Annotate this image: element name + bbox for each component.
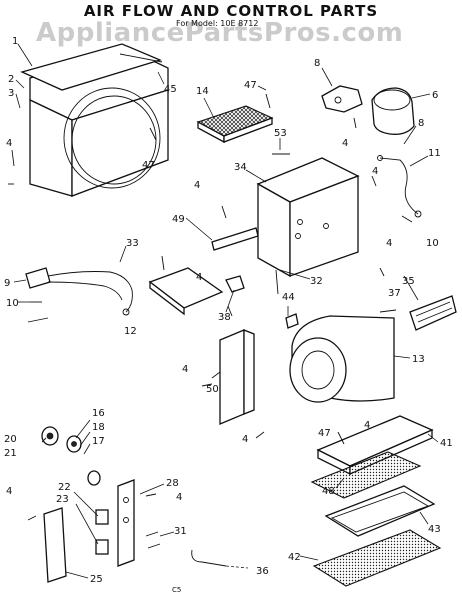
callout-32: 32 bbox=[310, 276, 323, 287]
callout-3: 3 bbox=[8, 88, 14, 99]
control-plate-part bbox=[148, 267, 224, 316]
callout-6: 6 bbox=[432, 90, 438, 101]
callout-21: 21 bbox=[4, 448, 17, 459]
callout-41: 41 bbox=[440, 438, 453, 449]
callout-20: 20 bbox=[4, 434, 17, 445]
louver-part bbox=[409, 295, 457, 331]
callout-45: 45 bbox=[164, 84, 177, 95]
callout-4: 4 bbox=[182, 364, 188, 375]
callout-4: 4 bbox=[364, 420, 370, 431]
callout-17: 17 bbox=[92, 436, 105, 447]
callout-4: 4 bbox=[242, 434, 248, 445]
callout-8: 8 bbox=[418, 118, 424, 129]
footer-code: C5 bbox=[172, 586, 182, 594]
wiring-bundle-part bbox=[25, 267, 133, 316]
front-frame-part bbox=[20, 43, 169, 197]
control-panel-bracket-part bbox=[256, 157, 360, 278]
capacitor-part bbox=[371, 87, 415, 135]
cover-plate-part bbox=[43, 507, 67, 583]
clamp-bracket-part bbox=[321, 85, 363, 113]
air-filter-grille-part bbox=[196, 105, 274, 144]
watermark: AppliancePartsPros.com bbox=[36, 18, 404, 48]
callout-37: 37 bbox=[388, 288, 401, 299]
callout-43: 43 bbox=[428, 524, 441, 535]
callout-2: 2 bbox=[8, 74, 14, 85]
callout-23: 23 bbox=[56, 494, 69, 505]
callout-12: 12 bbox=[124, 326, 137, 337]
callout-35: 35 bbox=[402, 276, 415, 287]
callout-4: 4 bbox=[176, 492, 182, 503]
rod-part bbox=[191, 549, 227, 567]
callout-4: 4 bbox=[386, 238, 392, 249]
callout-4: 4 bbox=[194, 180, 200, 191]
callout-44: 44 bbox=[282, 292, 295, 303]
gasket-part bbox=[310, 451, 422, 499]
callout-4: 4 bbox=[196, 272, 202, 283]
switch-panel-part bbox=[95, 479, 135, 567]
callout-42: 42 bbox=[288, 552, 301, 563]
small-clip-part bbox=[379, 309, 397, 313]
callout-38: 38 bbox=[218, 312, 231, 323]
callout-13: 13 bbox=[412, 354, 425, 365]
callout-33: 33 bbox=[126, 238, 139, 249]
callout-4: 4 bbox=[372, 166, 378, 177]
callout-18: 18 bbox=[92, 422, 105, 433]
control-knobs-part bbox=[41, 426, 101, 486]
leader-lines bbox=[13, 43, 439, 579]
callout-28: 28 bbox=[166, 478, 179, 489]
filter-pad-part bbox=[312, 529, 442, 587]
drain-pan-part bbox=[324, 485, 436, 537]
callout-31: 31 bbox=[174, 526, 187, 537]
screws-group bbox=[8, 93, 413, 549]
callout-47: 47 bbox=[142, 160, 155, 171]
model-subtitle: For Model: 10E 8712 bbox=[176, 19, 259, 28]
callout-4: 4 bbox=[6, 138, 12, 149]
callout-1: 1 bbox=[12, 36, 18, 47]
callout-34: 34 bbox=[234, 162, 247, 173]
wire-harness-part bbox=[377, 155, 422, 218]
callout-10: 10 bbox=[6, 298, 19, 309]
mounting-bracket-part bbox=[219, 329, 255, 425]
lead-wire-part bbox=[275, 269, 279, 295]
callout-22: 22 bbox=[58, 482, 71, 493]
callout-47: 47 bbox=[244, 80, 257, 91]
callout-48: 48 bbox=[322, 486, 335, 497]
callout-10: 10 bbox=[426, 238, 439, 249]
callout-14: 14 bbox=[196, 86, 209, 97]
callout-9: 9 bbox=[4, 278, 10, 289]
page-title: AIR FLOW AND CONTROL PARTS bbox=[83, 2, 379, 20]
callout-50: 50 bbox=[206, 384, 219, 395]
callout-47: 47 bbox=[318, 428, 331, 439]
clip-part bbox=[285, 313, 299, 329]
callout-49: 49 bbox=[172, 214, 185, 225]
callout-4: 4 bbox=[342, 138, 348, 149]
blower-housing-part bbox=[289, 315, 395, 403]
terminal-block-part bbox=[225, 275, 245, 293]
callout-4: 4 bbox=[6, 486, 12, 497]
rail-part bbox=[211, 227, 259, 251]
callout-11: 11 bbox=[428, 148, 441, 159]
callout-labels: 1 2 3 4 45 47 14 47 8 6 53 8 4 11 34 4 4… bbox=[4, 36, 453, 585]
callout-8: 8 bbox=[314, 58, 320, 69]
callout-53: 53 bbox=[274, 128, 287, 139]
callout-25: 25 bbox=[90, 574, 103, 585]
callout-16: 16 bbox=[92, 408, 105, 419]
callout-36: 36 bbox=[256, 566, 269, 577]
